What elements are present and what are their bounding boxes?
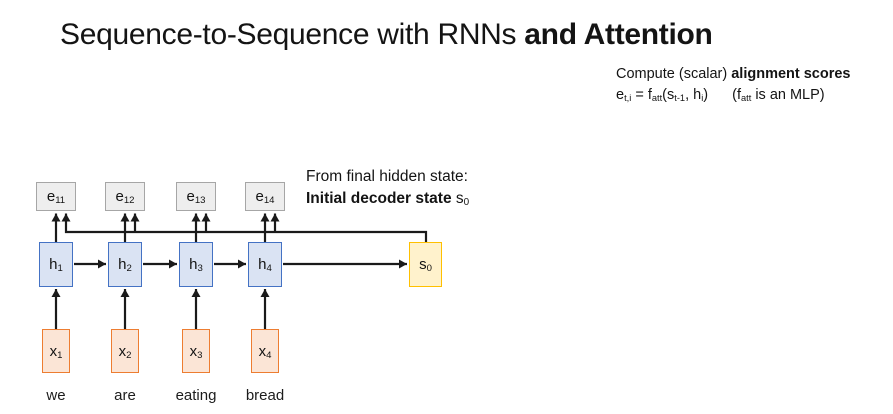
slide-title: Sequence-to-Sequence with RNNs and Atten…	[60, 18, 713, 52]
alignment-formula-expr: et,i = fatt(st-1, hi)	[616, 87, 709, 104]
slide-title-bold: and Attention	[524, 18, 713, 51]
input-box-x4: x4	[251, 329, 279, 373]
alignment-formula: et,i = fatt(st-1, hi) (fatt is an MLP)	[616, 85, 891, 106]
input-word-3: eating	[175, 387, 217, 404]
decoder-state-box-s0: s0	[409, 242, 442, 287]
alignment-formula-note: (fatt is an MLP)	[732, 87, 825, 104]
input-box-x1: x1	[42, 329, 70, 373]
decoder-note-line2: Initial decoder state s0	[306, 190, 470, 209]
alignment-scores-note: Compute (scalar) alignment scores et,i =…	[616, 64, 891, 106]
hidden-state-box-h1: h1	[39, 242, 73, 287]
attention-score-box-e11: e11	[36, 182, 76, 211]
hidden-state-box-h2: h2	[108, 242, 142, 287]
input-word-1: we	[46, 387, 66, 404]
attention-score-box-e14: e14	[245, 182, 285, 211]
input-box-x2: x2	[111, 329, 139, 373]
attention-score-box-e13: e13	[176, 182, 216, 211]
input-word-2: are	[114, 387, 136, 404]
hidden-state-box-h4: h4	[248, 242, 282, 287]
decoder-state-note: From final hidden state: Initial decoder…	[306, 166, 469, 210]
hidden-state-box-h3: h3	[179, 242, 213, 287]
attention-score-box-e12: e12	[105, 182, 145, 211]
input-word-4: bread	[245, 387, 285, 404]
alignment-note-line1: Compute (scalar) alignment scores	[616, 66, 851, 82]
input-box-x3: x3	[182, 329, 210, 373]
slide-title-normal: Sequence-to-Sequence with RNNs	[60, 18, 525, 51]
decoder-note-line1: From final hidden state:	[306, 168, 468, 185]
